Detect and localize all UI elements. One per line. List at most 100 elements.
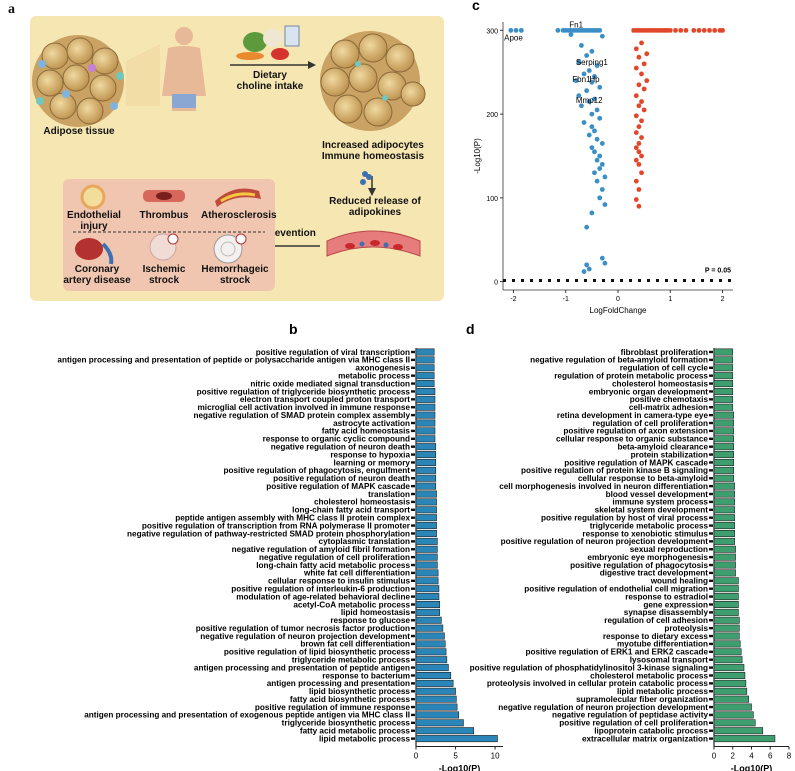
scatter-point-blue: [589, 79, 595, 85]
category-tick: [709, 682, 713, 685]
x-tick-label: 1: [668, 296, 672, 303]
gene-label: Serping1: [576, 58, 609, 67]
category-tick: [411, 555, 415, 559]
scatter-point-red: [636, 203, 642, 209]
category-tick: [709, 374, 713, 377]
bar: [415, 593, 440, 601]
scatter-point-red: [641, 27, 647, 33]
scatter-point-blue: [586, 27, 592, 33]
bar: [415, 466, 437, 474]
bar: [415, 411, 436, 419]
category-tick: [411, 406, 415, 409]
scatter-point-red: [639, 170, 644, 176]
category-label: long-chain fatty acid transport: [292, 506, 410, 515]
bar: [713, 387, 734, 395]
category-label: supramolecular fiber organization: [576, 695, 708, 704]
category-label: blood vessel development: [606, 490, 709, 499]
scatter-point-red: [707, 27, 712, 33]
category-tick: [709, 382, 713, 385]
category-label: response to xenobiotic stimulus: [582, 529, 708, 538]
category-label: lipid biosynthetic process: [309, 687, 410, 696]
schematic-panel: Adipose tissue Dietary choline intake In…: [30, 16, 444, 301]
bar: [415, 608, 441, 616]
bar: [713, 443, 734, 451]
scatter-point-red: [641, 61, 647, 67]
scatter-point-red: [652, 27, 657, 33]
bar: [713, 403, 734, 411]
x-tick-label: 10: [491, 752, 500, 761]
bar: [415, 403, 436, 411]
category-tick: [411, 413, 415, 417]
category-label: lipid metabolic process: [319, 734, 410, 743]
bar: [713, 711, 754, 719]
category-tick: [411, 548, 415, 551]
scatter-point-blue: [594, 157, 600, 163]
bar: [713, 632, 740, 640]
category-label: response to estradiol: [625, 592, 708, 601]
category-label: positive regulation of phagocytosis, eng…: [223, 466, 410, 475]
category-label: cholesterol homeostasis: [612, 379, 708, 388]
scatter-point-blue: [594, 107, 600, 113]
category-tick: [709, 674, 713, 677]
category-label: brown fat cell differentiation: [300, 640, 410, 649]
scatter-point-blue: [592, 149, 597, 155]
category-label: proteolysis involved in cellular protein…: [487, 679, 709, 688]
category-label: positive regulation of tumor necrosis fa…: [196, 624, 410, 633]
bar: [713, 608, 739, 616]
y-tick-label: 100: [486, 196, 498, 203]
category-tick: [411, 524, 415, 527]
category-tick: [709, 413, 713, 417]
category-label: sexual reproduction: [630, 545, 708, 554]
panel-letter-b: b: [289, 321, 298, 337]
bar: [713, 529, 735, 537]
bar: [415, 529, 437, 537]
x-axis-title: -Log10(P): [731, 764, 773, 771]
blood-vessel-illustration: [326, 230, 421, 257]
bar: [713, 640, 741, 648]
bar: [415, 687, 456, 695]
category-label: antigen processing and presentation of p…: [57, 356, 410, 365]
scatter-point-blue: [568, 27, 574, 33]
category-label: positive regulation of triglyceride bios…: [197, 387, 411, 396]
category-label: learning or memory: [334, 458, 411, 467]
category-tick: [411, 563, 415, 567]
bar: [713, 435, 734, 443]
scatter-point-blue: [581, 71, 587, 77]
x-tick-label: 0: [712, 752, 717, 761]
category-label: cell-matrix adhesion: [629, 403, 708, 412]
x-tick-label: 6: [768, 752, 773, 761]
scatter-point-red: [636, 187, 642, 192]
bar: [415, 419, 436, 427]
bar: [713, 395, 734, 403]
category-tick: [709, 737, 713, 740]
scatter-point-blue: [579, 43, 584, 48]
disease-label-hemorrhagic: Hemorrhageic strock: [201, 264, 269, 286]
panel-letter-d: d: [466, 321, 475, 337]
category-tick: [411, 642, 415, 646]
category-tick: [411, 595, 415, 598]
category-label: lipid metabolic process: [617, 687, 708, 696]
scatter-point-red: [696, 27, 702, 33]
y-tick-label: 0: [494, 280, 498, 287]
category-tick: [411, 682, 415, 685]
category-tick: [709, 634, 713, 638]
category-tick: [411, 650, 415, 654]
bar: [713, 490, 735, 498]
scatter-point-blue: [592, 74, 597, 79]
disease-label-ischemic: Ischemic strock: [142, 264, 186, 286]
category-label: lipid homeostasis: [341, 608, 411, 617]
category-label: long-chain fatty acid metabolic process: [256, 561, 410, 570]
scatter-point-red: [641, 86, 647, 92]
category-label: regulation of cell adhesion: [604, 616, 708, 625]
category-label: antigen processing and presentation of p…: [194, 663, 410, 672]
category-tick: [411, 453, 415, 456]
scatter-point-red: [633, 27, 639, 33]
category-tick: [709, 548, 713, 551]
scatter-point-red: [646, 27, 652, 33]
category-label: positive regulation of axon extension: [563, 427, 708, 436]
scatter-point-red: [701, 27, 707, 33]
scatter-point-blue: [586, 266, 592, 272]
scatter-point-blue: [592, 170, 597, 176]
category-label: response to dietary excess: [603, 632, 709, 641]
scatter-point-red: [660, 27, 665, 33]
